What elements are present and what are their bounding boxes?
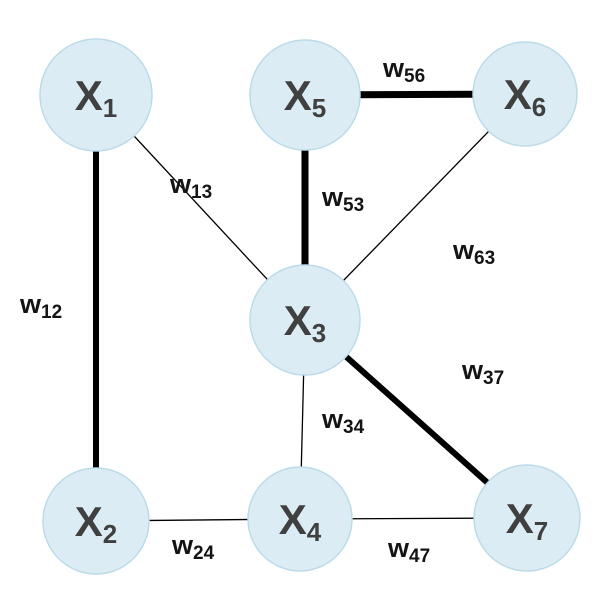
edge-label-63: w63 xyxy=(452,235,495,269)
node-circle-X1 xyxy=(39,38,153,152)
node-circle-X5 xyxy=(249,39,361,151)
node-label-X3: X3 xyxy=(284,297,326,348)
edge-label-37: w37 xyxy=(461,355,504,389)
edge-label-12: w12 xyxy=(19,289,62,323)
node-circle-X6 xyxy=(472,41,578,147)
node-circle-X7 xyxy=(473,464,581,572)
node-circle-X2 xyxy=(42,467,150,575)
edge-label-47: w47 xyxy=(387,533,430,567)
edge-label-53: w53 xyxy=(321,182,364,216)
node-label-X5: X5 xyxy=(284,72,326,123)
edge-label-24: w24 xyxy=(171,530,215,564)
edge-label-13: w13 xyxy=(169,169,212,203)
node-circle-X4 xyxy=(247,466,353,572)
node-label-X4: X4 xyxy=(279,496,322,547)
edge-label-34: w34 xyxy=(321,404,365,438)
node-label-X2: X2 xyxy=(75,498,117,549)
node-circle-X3 xyxy=(249,264,361,376)
node-label-X1: X1 xyxy=(75,72,117,123)
edge-label-56: w56 xyxy=(382,53,425,87)
node-label-X6: X6 xyxy=(504,71,546,122)
node-label-X7: X7 xyxy=(506,495,548,546)
